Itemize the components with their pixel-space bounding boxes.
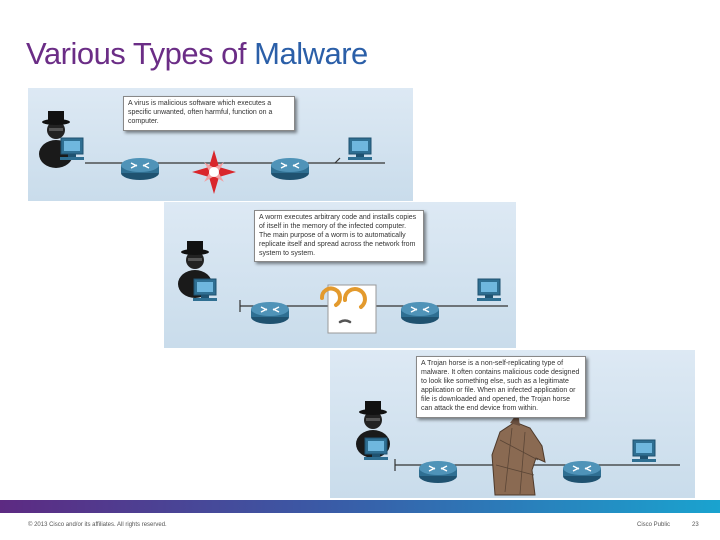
- trojan-scene: [356, 401, 680, 496]
- worm-icon: [320, 286, 367, 324]
- router-icon: [400, 301, 440, 325]
- page-number: 23: [692, 522, 699, 528]
- virus-icon: [192, 150, 236, 194]
- computer-icon: [631, 439, 657, 463]
- router-icon: [418, 460, 458, 484]
- virus-scene: [39, 111, 385, 194]
- footer-classification: Cisco Public: [637, 522, 671, 528]
- router-icon: [250, 301, 290, 325]
- router-icon: [120, 157, 160, 181]
- slide-title: Various Types of Malware: [26, 36, 368, 72]
- footer-copyright: © 2013 Cisco and/or its affiliates. All …: [28, 522, 167, 528]
- worm-box: [327, 284, 377, 334]
- trojan-horse-icon: [491, 412, 546, 496]
- worm-scene: [178, 241, 508, 334]
- slide-title-part1: Various Types of: [26, 36, 255, 71]
- trojan-callout: A Trojan horse is a non-self-replicating…: [416, 356, 586, 418]
- slide-title-part2: Malware: [254, 36, 368, 71]
- router-icon: [562, 460, 602, 484]
- worm-callout: A worm executes arbitrary code and insta…: [254, 210, 424, 262]
- footer-bar: [0, 500, 720, 513]
- virus-callout: A virus is malicious software which exec…: [123, 96, 295, 131]
- router-icon: [270, 157, 310, 181]
- computer-icon: [476, 278, 502, 302]
- computer-icon: [347, 137, 373, 161]
